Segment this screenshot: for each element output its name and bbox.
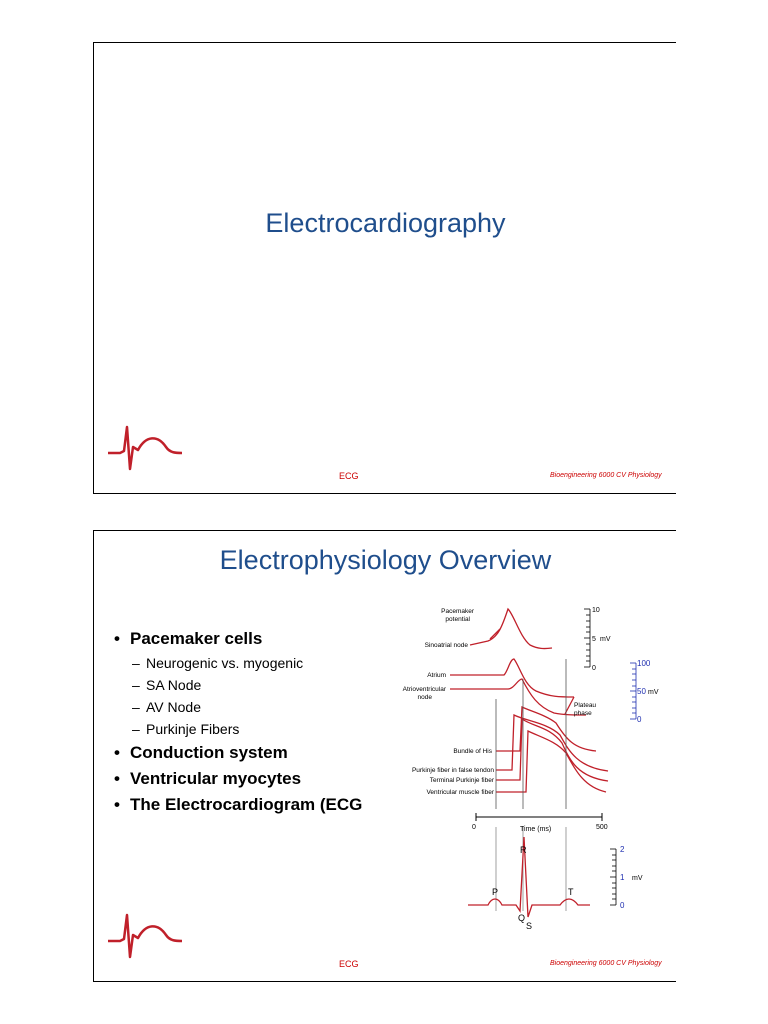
scale2-mid: 50: [637, 687, 646, 696]
slide-2: Electrophysiology Overview •Pacemaker ce…: [93, 530, 676, 982]
pacemaker-label-2: potential: [445, 616, 470, 623]
scale3-mid: 1: [620, 873, 625, 882]
bullet-item: •Ventricular myocytes: [114, 769, 302, 788]
trace-av-node: [450, 678, 587, 716]
trace-purkinje-false-tendon: [496, 713, 609, 772]
bullet-item: •Pacemaker cells: [114, 629, 263, 648]
pacemaker-label-1: Pacemaker: [441, 608, 475, 615]
sub-bullet-label: Neurogenic vs. myogenic: [146, 655, 304, 671]
av-node-label-1: Atrioventricular: [403, 686, 447, 693]
slide-1-footer-center: ECG: [339, 471, 359, 481]
scale1-mid: 5: [592, 636, 596, 643]
bundle-his-label: Bundle of His: [453, 748, 492, 755]
time-axis-label: Time (ms): [520, 826, 551, 833]
scale2-unit: mV: [648, 689, 659, 696]
trace-sa-node: [469, 607, 553, 650]
action-potential-diagram: 0 500 Time (ms) P Q R S T Pacemaker pote…: [403, 607, 659, 931]
scale2-bottom: 0: [637, 715, 642, 724]
scale3-unit: mV: [632, 875, 643, 882]
bullet-item: •Conduction system: [114, 743, 288, 762]
trace-atrium: [450, 658, 575, 698]
atrium-label: Atrium: [427, 672, 446, 679]
bullet-label: Ventricular myocytes: [130, 769, 302, 788]
sub-bullet-label: SA Node: [146, 677, 202, 693]
purkinje-false-tendon-label: Purkinje fiber in false tendon: [412, 767, 494, 774]
slide-2-footer-right: Bioengineering 6000 CV Physiology: [550, 960, 662, 967]
time-0-label: 0: [472, 824, 476, 831]
slide-1-title: Electrocardiography: [265, 208, 506, 238]
bullet-label: The Electrocardiogram (ECG: [130, 795, 363, 814]
scale1-top: 10: [592, 607, 600, 614]
ecg-logo-icon: [108, 425, 183, 471]
sub-bullet-label: Purkinje Fibers: [146, 721, 240, 737]
sub-bullet-label: AV Node: [146, 699, 201, 715]
sa-node-label: Sinoatrial node: [425, 642, 469, 649]
slide-1: Electrocardiography ECG Bioengineering 6…: [93, 42, 676, 494]
sub-bullet-item: –SA Node: [132, 677, 202, 693]
time-500-label: 500: [596, 824, 608, 831]
scale1-unit: mV: [600, 636, 611, 643]
scale1-bottom: 0: [592, 665, 596, 672]
scale2-top: 100: [637, 659, 651, 668]
scale3-bottom: 0: [620, 901, 625, 910]
ecg-logo-icon: [108, 913, 183, 959]
bullet-label: Conduction system: [130, 743, 288, 762]
bullet-label: Pacemaker cells: [130, 629, 263, 648]
plateau-label-2: phase: [574, 710, 592, 717]
ecg-trace: [468, 836, 590, 918]
bullet-item: •The Electrocardiogram (ECG: [114, 795, 363, 814]
ecg-q-label: Q: [518, 913, 525, 923]
slide-2-footer-center: ECG: [339, 959, 359, 969]
sub-bullet-item: –Neurogenic vs. myogenic: [132, 655, 304, 671]
sub-bullet-item: –Purkinje Fibers: [132, 721, 240, 737]
ecg-s-label: S: [526, 921, 532, 931]
ecg-r-label: R: [520, 845, 527, 855]
bullet-list: •Pacemaker cells –Neurogenic vs. myogeni…: [114, 629, 374, 821]
sub-bullet-item: –AV Node: [132, 699, 201, 715]
ecg-p-label: P: [492, 887, 498, 897]
trace-terminal-purkinje: [496, 717, 609, 782]
slide-1-footer-right: Bioengineering 6000 CV Physiology: [550, 472, 662, 479]
ecg-t-label: T: [568, 887, 574, 897]
ventricular-muscle-label: Ventricular muscle fiber: [426, 789, 494, 796]
scale3-top: 2: [620, 845, 625, 854]
av-node-label-2: node: [418, 694, 433, 701]
trace-bundle-his: [496, 705, 597, 752]
plateau-label-1: Plateau: [574, 702, 596, 709]
terminal-purkinje-label: Terminal Purkinje fiber: [430, 777, 495, 784]
slide-2-title: Electrophysiology Overview: [219, 545, 552, 575]
